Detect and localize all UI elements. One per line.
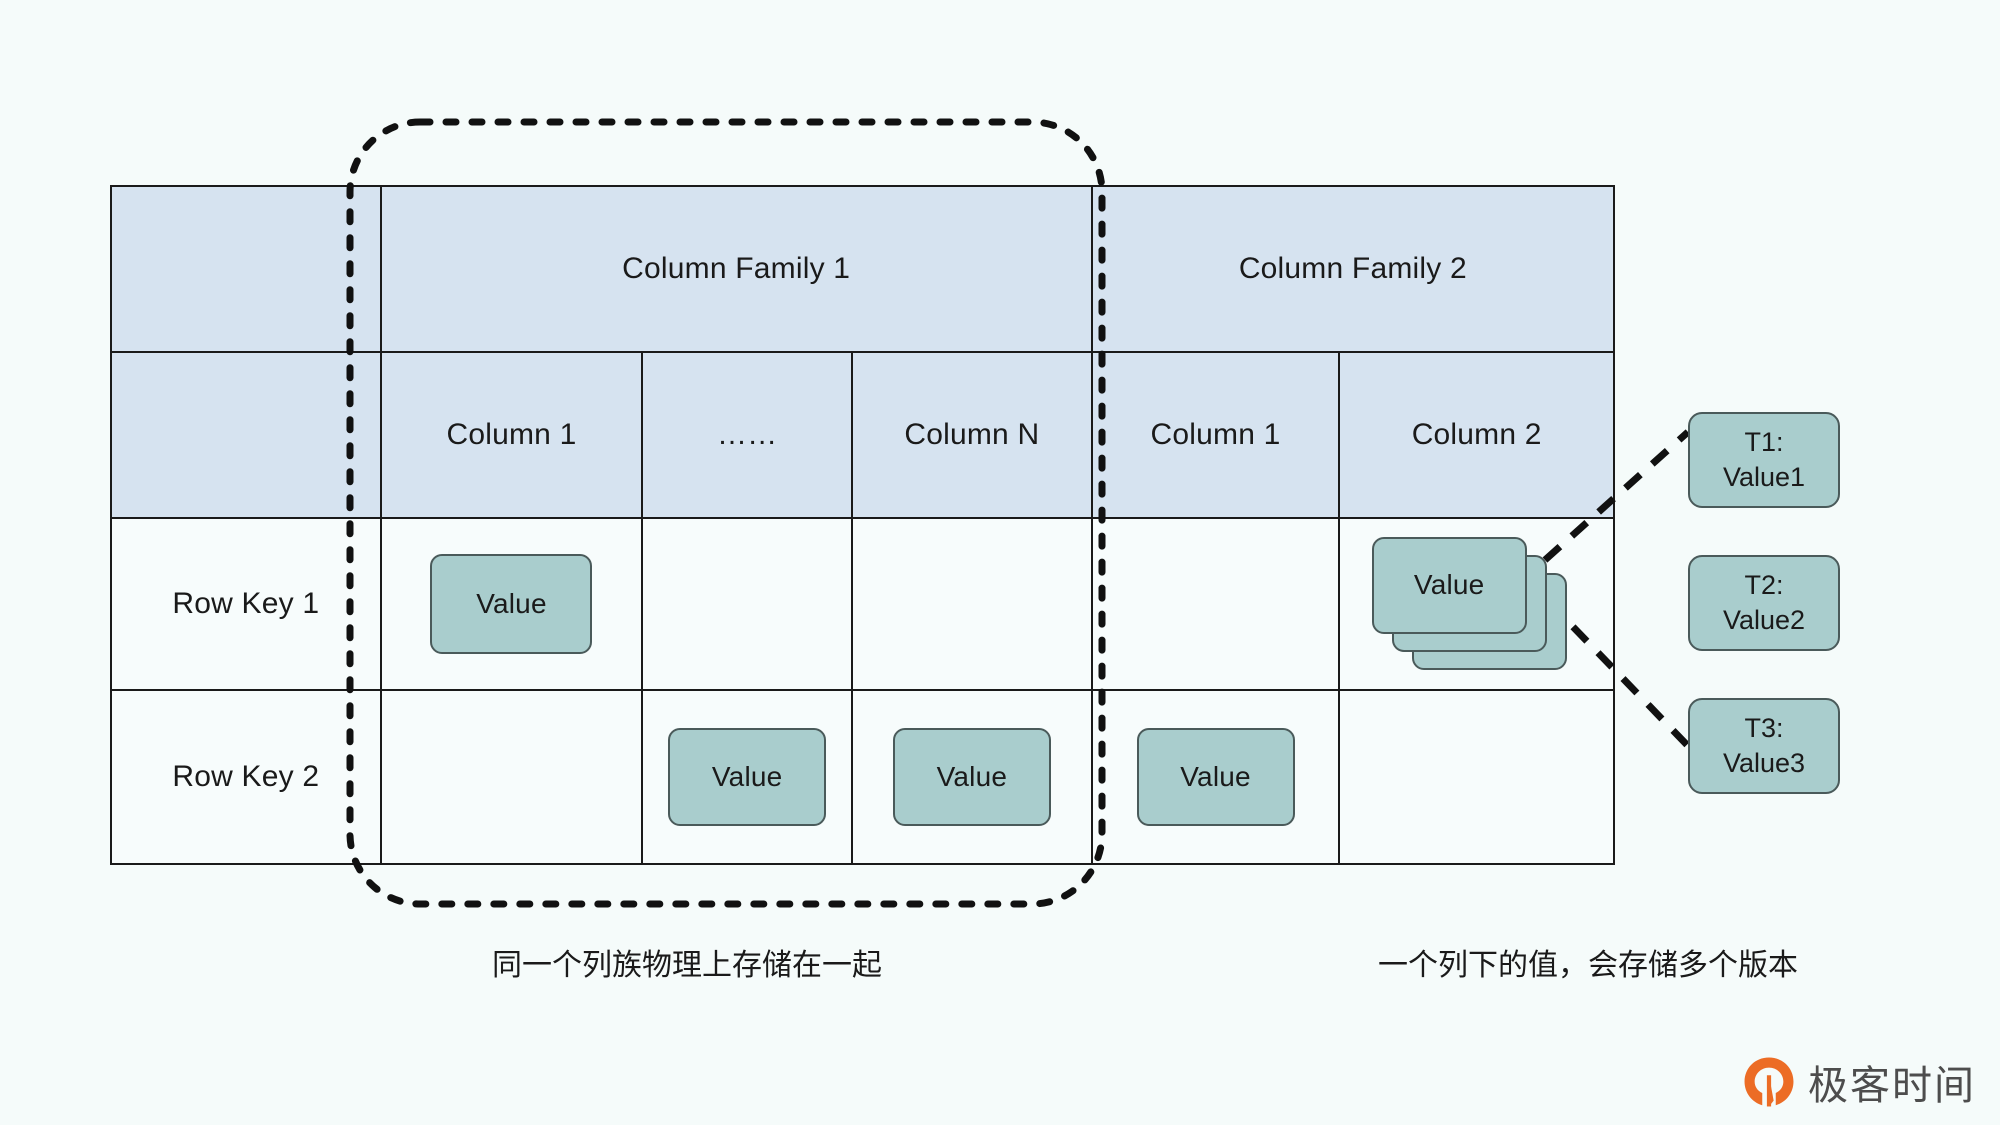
version-time-label: T3:	[1744, 713, 1784, 744]
column-family-1-header: Column Family 1	[381, 187, 1093, 353]
cell-r2-cf1-col1	[381, 691, 644, 863]
value-chip: Value	[430, 554, 593, 654]
table-row: Row Key 1 Value Value	[112, 519, 1614, 691]
cell-r1-cf2-col1	[1092, 519, 1341, 691]
logo-text: 极客时间	[1808, 1063, 1976, 1109]
table-row-columns: Column 1 …… Column N Column 1 Column 2	[112, 353, 1614, 519]
version-box-t1: T1: Value1	[1688, 412, 1840, 508]
version-box-t3: T3: Value3	[1688, 698, 1840, 794]
value-chip: Value	[668, 728, 827, 826]
column-header-cf1-coln: Column N	[853, 353, 1093, 519]
cell-r1-cf1-ellipsis	[643, 519, 854, 691]
cell-r2-cf1-ellipsis: Value	[643, 691, 854, 863]
caption-versions: 一个列下的值，会存储多个版本	[1378, 949, 1798, 982]
value-chip: Value	[892, 728, 1051, 826]
cell-r2-cf2-col2	[1340, 691, 1614, 863]
value-version-stack: Value	[1371, 536, 1582, 672]
column-header-cf2-col1: Column 1	[1092, 353, 1341, 519]
table-row: Row Key 2 Value Value Value	[112, 691, 1614, 863]
version-value-label: Value3	[1722, 748, 1806, 778]
value-chip-version-1: Value	[1371, 536, 1527, 634]
corner-cell	[112, 187, 382, 353]
row-key-2-label: Row Key 2	[112, 691, 382, 863]
geekbang-logo-icon	[1744, 1057, 1794, 1107]
column-header-cf1-col1: Column 1	[381, 353, 644, 519]
version-time-label: T2:	[1744, 570, 1784, 601]
version-box-t2: T2: Value2	[1688, 555, 1840, 651]
corner-cell-2	[112, 353, 382, 519]
cell-r1-cf1-col1: Value	[381, 519, 644, 691]
cell-r1-cf2-col2: Value	[1340, 519, 1614, 691]
column-family-2-header: Column Family 2	[1092, 187, 1613, 353]
hbase-table: Column Family 1 Column Family 2 Column 1…	[110, 185, 1615, 865]
version-value-label: Value2	[1722, 605, 1806, 635]
row-key-1-label: Row Key 1	[112, 519, 382, 691]
version-time-label: T1:	[1744, 427, 1784, 458]
table-row-column-families: Column Family 1 Column Family 2	[112, 187, 1613, 353]
cell-r1-cf1-coln	[853, 519, 1093, 691]
version-value-label: Value1	[1722, 462, 1806, 492]
cell-r2-cf1-coln: Value	[853, 691, 1093, 863]
caption-column-family: 同一个列族物理上存储在一起	[492, 949, 882, 982]
brand-logo: 极客时间	[1742, 1053, 1976, 1111]
column-header-cf2-col2: Column 2	[1340, 353, 1614, 519]
column-header-cf1-ellipsis: ……	[643, 353, 854, 519]
value-chip: Value	[1136, 728, 1295, 826]
cell-r2-cf2-col1: Value	[1092, 691, 1341, 863]
